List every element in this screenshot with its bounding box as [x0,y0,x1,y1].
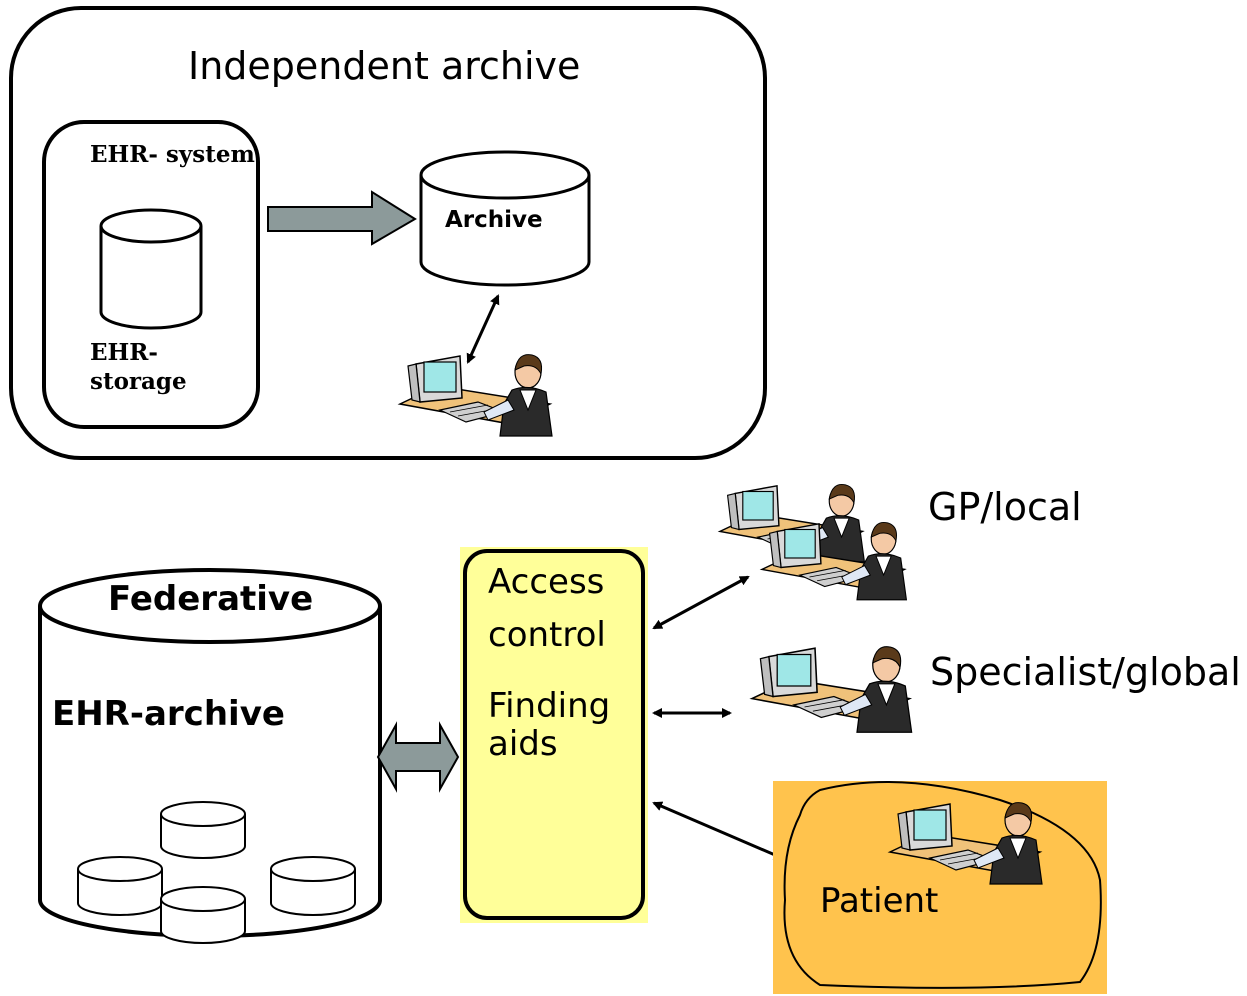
archive-cylinder [419,150,591,287]
gateway-box [463,549,645,920]
storage-node-4-icon [160,886,246,944]
storage-node-3-icon [270,856,356,916]
ehr-storage-cylinder [99,208,203,330]
storage-node-1-icon [160,801,246,859]
gp-link-arrow [652,575,750,630]
transfer-arrow [267,190,417,246]
archivist-link-arrow [466,294,500,364]
federative-archive-cylinder [38,568,382,938]
specialist-workstation-icon [751,645,913,733]
federation-exchange-arrow [377,724,459,790]
storage-node-2-icon [77,856,163,916]
patient-link-arrow [652,801,784,860]
